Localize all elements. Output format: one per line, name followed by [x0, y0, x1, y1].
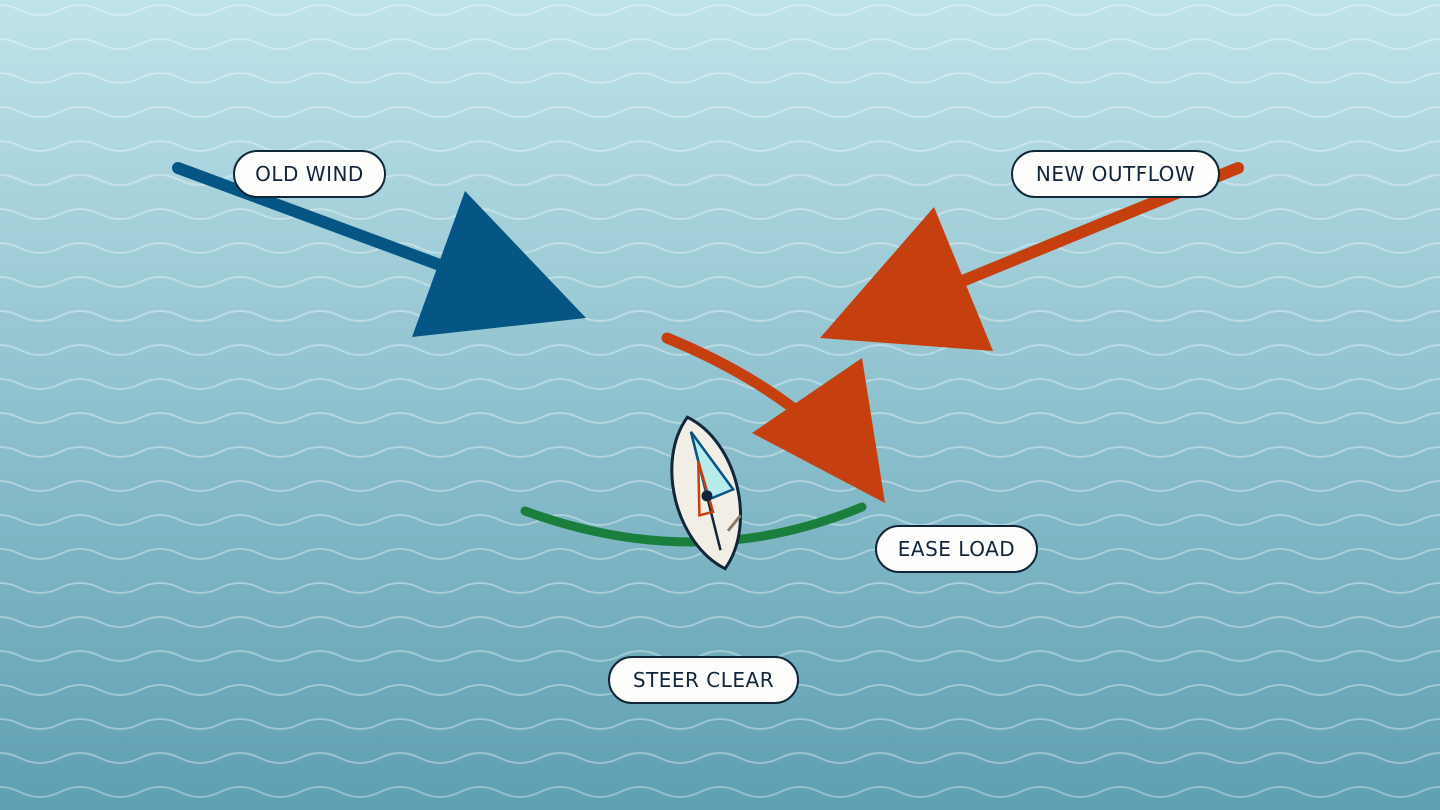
- old-wind-label: OLD WIND: [233, 150, 386, 198]
- old-wind-arrow: [172, 162, 586, 337]
- sailboat-icon: [670, 415, 742, 571]
- ease-load-label: EASE LOAD: [875, 525, 1038, 573]
- new-outflow-label: NEW OUTFLOW: [1011, 150, 1220, 198]
- outflow-curve-arrow: [661, 332, 885, 503]
- steer-clear-label: STEER CLEAR: [608, 656, 799, 704]
